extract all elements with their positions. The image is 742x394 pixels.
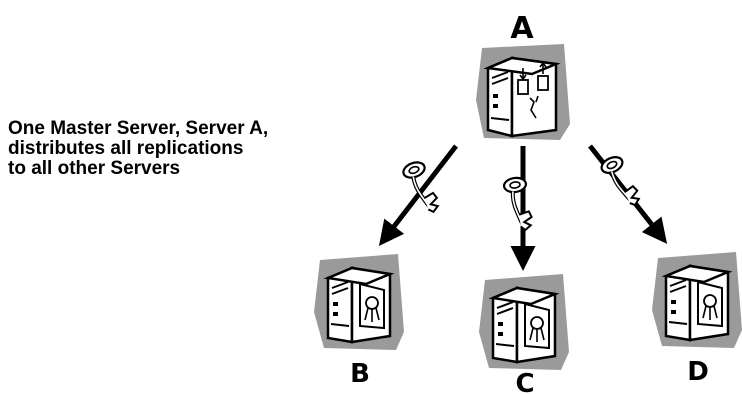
server-with-certificate-icon [650, 250, 742, 350]
diagram-caption: One Master Server, Server A, distributes… [8, 119, 328, 179]
master-server-icon [474, 42, 572, 142]
server-with-certificate-icon [312, 252, 406, 352]
caption-line-2: distributes all replications [8, 138, 244, 159]
server-b-label: B [350, 359, 370, 389]
caption-line-1: One Master Server, Server A, [8, 118, 269, 139]
caption-line-3: to all other Servers [8, 158, 181, 179]
server-c-label: C [515, 369, 534, 394]
server-a-label: A [510, 11, 534, 46]
key-icon [501, 174, 536, 235]
server-with-certificate-icon [477, 272, 571, 372]
server-d-label: D [687, 357, 709, 387]
